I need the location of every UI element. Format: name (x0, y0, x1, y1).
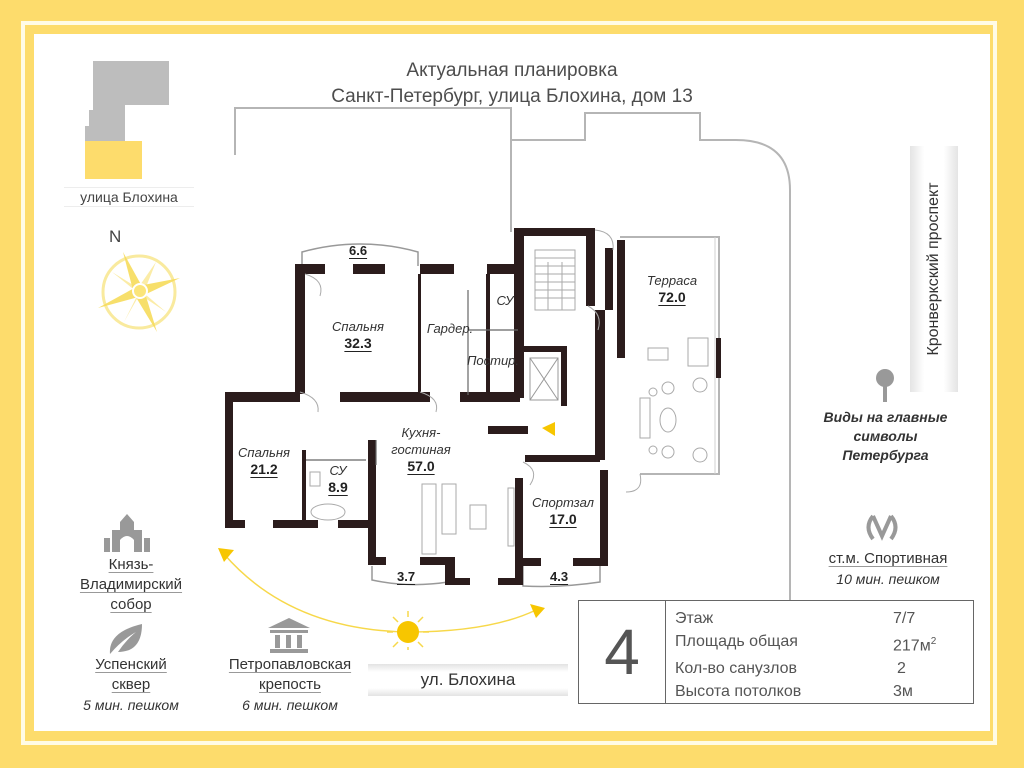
rooms-count: 4 (579, 601, 666, 703)
room-wardrobe: Гардер. (426, 321, 474, 336)
room-area: 57.0 (407, 458, 435, 474)
room-area: 8.9 (328, 479, 348, 495)
poi-fortress: Петропавловская крепость 6 мин. пешком (228, 656, 352, 713)
balcony-outline (301, 243, 419, 266)
street-label-east: Кронверкский проспект (910, 146, 958, 392)
street-label-south: ул. Блохина (368, 664, 568, 696)
balcony-area-2: 3.7 (397, 569, 416, 584)
poi-park: Успенский сквер 5 мин. пешком (83, 656, 179, 713)
entrance-marker-icon (542, 422, 555, 436)
metro-icon (866, 514, 898, 541)
compass-rose-icon (98, 252, 180, 332)
room-terrace: Терраса 72.0 (636, 272, 708, 306)
title-line-2: Санкт-Петербург, улица Блохина, дом 13 (331, 86, 693, 107)
sun-path-arrow-end-icon (530, 604, 545, 618)
location-mini-map (85, 61, 169, 179)
building-outline (234, 107, 791, 600)
apartment-info-box: 4 Этаж 7/7 Площадь общая 217м2 Кол-во са… (578, 600, 974, 704)
sun-icon (387, 611, 429, 650)
mini-map-street-label: улица Блохина (64, 187, 194, 207)
info-row-bathrooms: Кол-во санузлов 2 (675, 660, 906, 678)
museum-icon (268, 618, 310, 653)
location-pin-icon (876, 369, 894, 402)
furniture (309, 337, 709, 555)
balcony-area-1: 6.6 (349, 243, 368, 258)
apartment-highlight (85, 141, 142, 179)
balcony-area-3: 4.3 (550, 569, 569, 584)
info-row-ceiling: Высота потолков 3м (675, 683, 913, 701)
room-area: 21.2 (250, 461, 278, 477)
room-bedroom-2: Спальня 21.2 (230, 444, 298, 478)
room-gym: Спортзал 17.0 (527, 494, 599, 528)
walls (225, 228, 721, 585)
sun-path (218, 548, 545, 650)
views-note: Виды на главные символы Петербурга (823, 409, 948, 463)
poi-cathedral: Князь- Владимирский собор (79, 556, 183, 613)
leaf-icon (109, 624, 142, 654)
poi-metro: ст.м. Спортивная 10 мин. пешком (828, 550, 948, 587)
room-kitchen-living: Кухня-гостиная 57.0 (388, 424, 454, 475)
room-bathroom-small: СУ (496, 293, 514, 308)
room-area: 17.0 (549, 511, 577, 527)
room-bathroom: СУ 8.9 (318, 462, 358, 496)
room-laundry: Постир. (466, 353, 520, 368)
info-row-floor: Этаж 7/7 (675, 610, 916, 627)
staircase (534, 249, 576, 311)
page-title: Актуальная планировка Санкт-Петербург, у… (0, 58, 1024, 110)
info-row-area: Площадь общая 217м2 (675, 633, 937, 655)
room-bedroom-1: Спальня 32.3 (318, 318, 398, 352)
room-area: 72.0 (658, 289, 686, 305)
sun-path-arrow-start-icon (218, 548, 234, 562)
north-label: N (109, 227, 122, 246)
frame-border (21, 21, 997, 745)
title-line-1: Актуальная планировка (406, 60, 618, 81)
elevator (529, 357, 559, 401)
room-area: 32.3 (344, 335, 372, 351)
church-icon (104, 514, 150, 552)
